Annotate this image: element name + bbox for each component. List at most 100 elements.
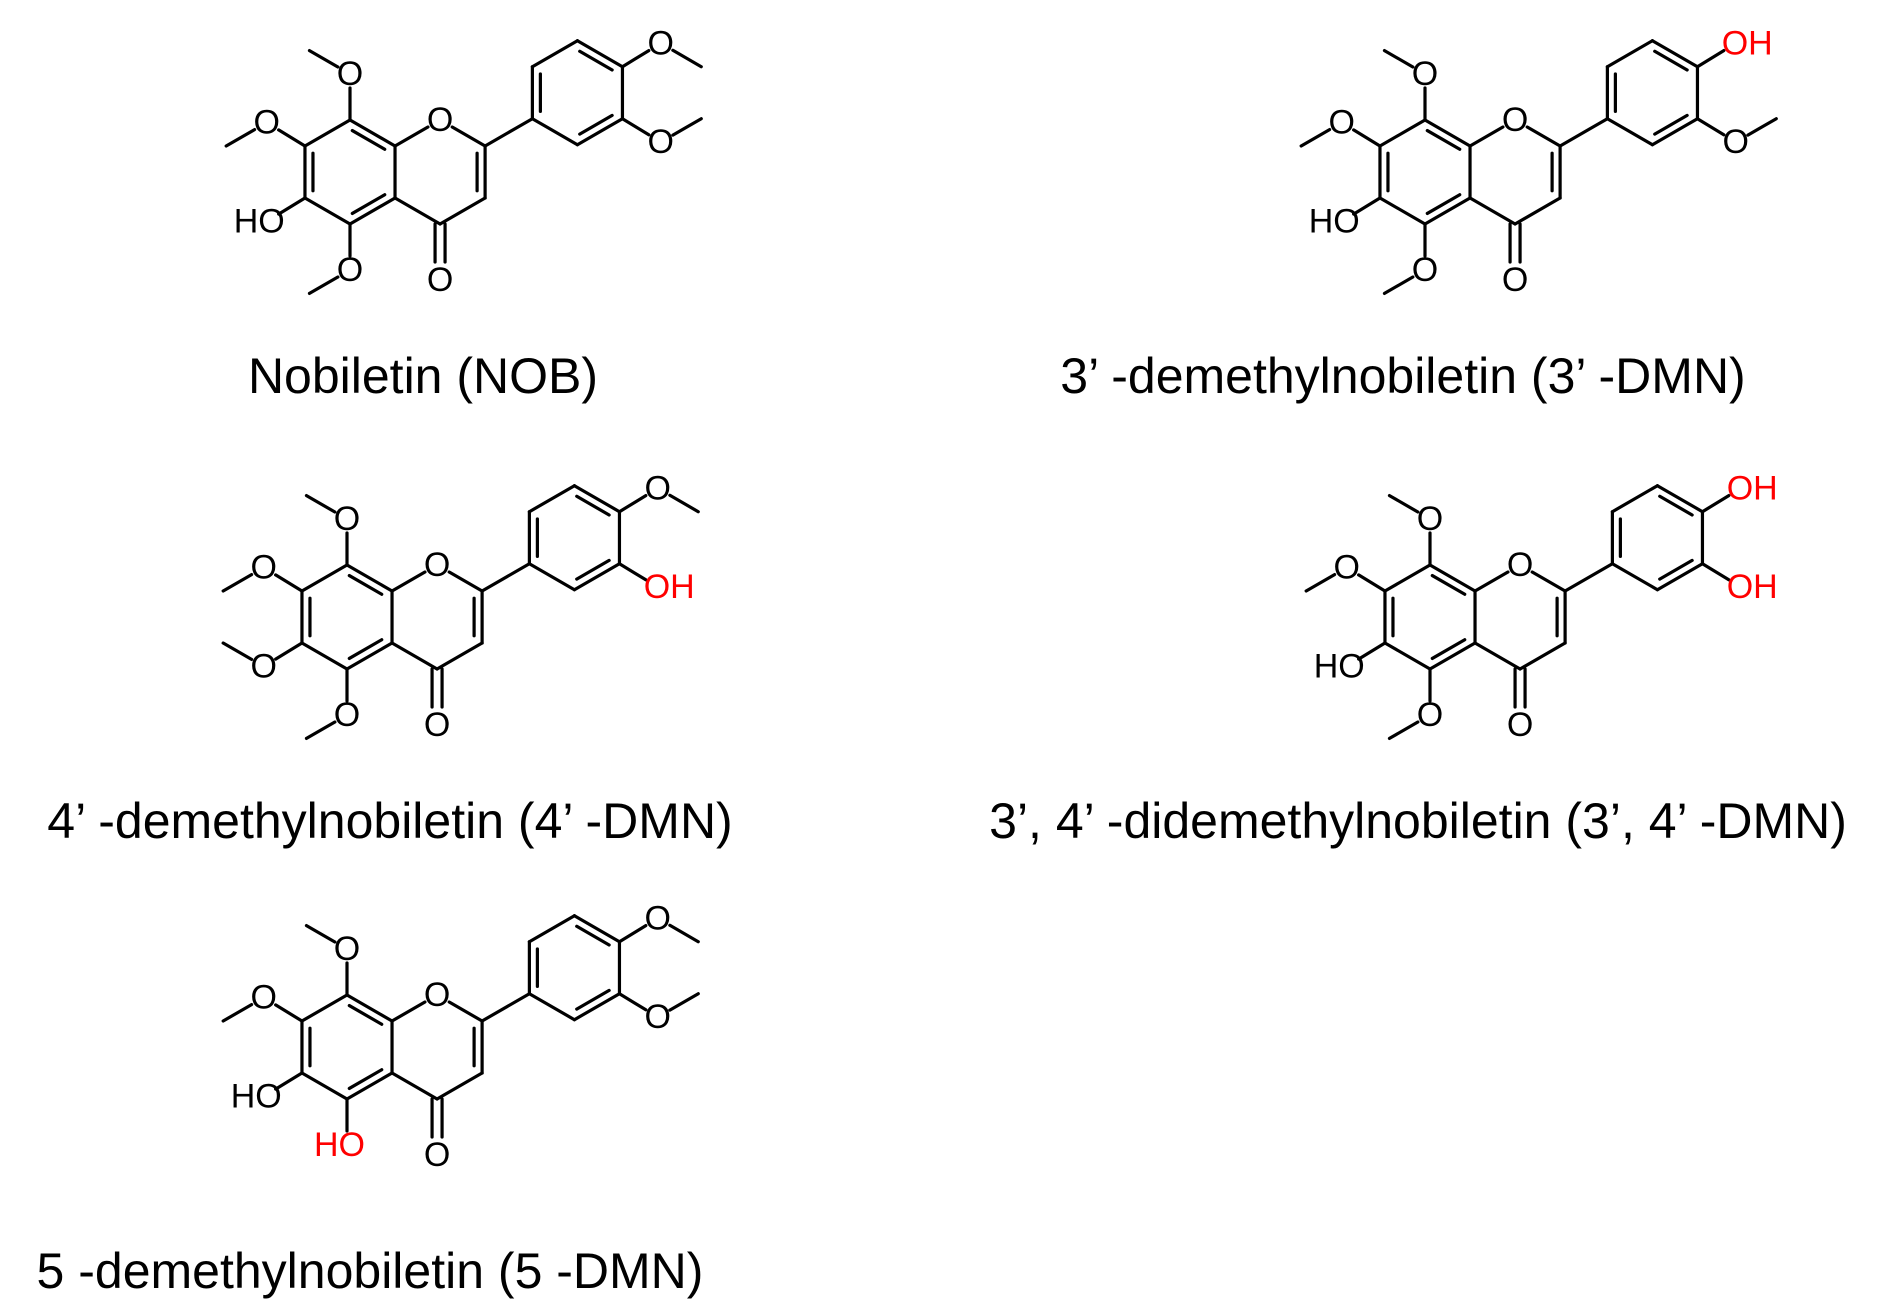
bond-c8-methyl — [304, 494, 337, 514]
bond-b-ring — [572, 914, 622, 944]
bond-c-ring — [393, 125, 430, 148]
bond-c4p-o — [617, 924, 648, 944]
bond-c5-methyl — [1387, 720, 1420, 741]
c6-hydroxyl-label: HO — [234, 202, 285, 240]
c3p-methoxy-oxygen-label: O — [645, 998, 671, 1036]
bond-c-ring — [1518, 641, 1567, 671]
bond-c-ring — [1530, 570, 1567, 593]
bond-a-ring-double — [350, 128, 387, 151]
bond-aryl-link — [480, 562, 531, 593]
bond-a-ring — [300, 641, 349, 671]
c6-hydroxyl-label: HO — [1309, 202, 1360, 240]
caption-4p-demethylnobiletin: 4’ -demethylnobiletin (4’ -DMN) — [47, 793, 732, 849]
bond-c6-o — [274, 641, 304, 661]
bond-b-ring-double — [1653, 113, 1689, 136]
bond-b-ring-double — [575, 494, 611, 517]
bond-c7-o — [274, 573, 304, 593]
bond-b-ring — [1650, 117, 1700, 147]
bond-a-ring — [348, 118, 397, 148]
bond-b-ring — [1655, 484, 1705, 514]
bond-c-ring — [438, 196, 487, 226]
bond-a-ring — [348, 196, 397, 226]
c7-methoxy-oxygen-label: O — [1328, 104, 1354, 142]
bond-c8-methyl — [307, 48, 340, 69]
bond-a-ring — [1383, 641, 1432, 671]
bond-a-ring — [300, 1071, 349, 1101]
c4p-hydroxyl-label: OH — [1722, 24, 1773, 62]
bond-a-ring-double — [1425, 128, 1462, 151]
ring-oxygen-label: O — [1507, 546, 1533, 584]
bond-b-ring — [1655, 562, 1705, 592]
bond-c4p-methyl — [671, 48, 703, 69]
bond-c-ring — [390, 1071, 439, 1101]
bond-c7-methyl — [1299, 128, 1332, 148]
bond-b-ring-double — [575, 558, 611, 581]
c5-methoxy-oxygen-label: O — [1412, 251, 1438, 289]
bond-a-ring — [1378, 118, 1427, 148]
bond-c7-o — [1357, 573, 1387, 593]
bond-b-ring — [575, 39, 625, 69]
bond-c7-methyl — [221, 1002, 254, 1023]
bond-c7-methyl — [224, 128, 257, 148]
c4p-hydroxyl-label: OH — [1727, 469, 1778, 507]
c7-methoxy-oxygen-label: O — [250, 549, 276, 587]
bond-c-ring — [390, 641, 439, 671]
c7-methoxy-oxygen-label: O — [250, 979, 276, 1017]
bond-a-ring — [345, 993, 394, 1023]
bond-b-ring — [527, 562, 577, 592]
bond-c4p-methyl — [668, 493, 700, 514]
c4p-methoxy-oxygen-label: O — [645, 899, 671, 937]
carbonyl-oxygen-label: O — [424, 1136, 450, 1174]
c5-hydroxyl-label: HO — [314, 1126, 365, 1164]
bond-c-ring — [1513, 196, 1562, 226]
bond-b-ring-double — [575, 924, 611, 947]
bond-c4p-methyl — [668, 923, 700, 944]
bond-a-ring — [300, 563, 349, 593]
bond-a-ring — [1423, 196, 1472, 226]
c3p-methoxy-oxygen-label: O — [1723, 123, 1749, 161]
bond-a-ring-double — [347, 1003, 384, 1026]
bond-b-ring-double — [1653, 49, 1689, 72]
carbonyl-oxygen-label: O — [1507, 706, 1533, 744]
bond-a-ring-double — [347, 638, 384, 661]
c6-hydroxyl-label: HO — [231, 1077, 282, 1115]
ring-oxygen-label: O — [1502, 101, 1528, 139]
bond-b-ring — [530, 117, 580, 147]
bond-aryl-link — [480, 992, 531, 1023]
bond-c-ring — [390, 1000, 427, 1023]
bond-a-ring — [1383, 563, 1432, 593]
bond-c6-o — [274, 1071, 304, 1091]
bond-b-ring — [527, 914, 577, 944]
bond-c8-methyl — [1387, 494, 1420, 514]
bond-c-ring — [1473, 570, 1510, 593]
c8-methoxy-oxygen-label: O — [1412, 55, 1438, 93]
bond-b-ring-double — [1658, 494, 1694, 517]
bond-a-ring — [1428, 641, 1477, 671]
bond-c3p-methyl — [668, 992, 700, 1012]
bond-a-ring — [1428, 563, 1477, 593]
bond-c-ring — [1468, 196, 1517, 226]
bond-aryl-link — [1558, 117, 1609, 148]
c5-methoxy-oxygen-label: O — [337, 251, 363, 289]
c8-methoxy-oxygen-label: O — [334, 500, 360, 538]
c3p-methoxy-oxygen-label: O — [648, 123, 674, 161]
caption-nobiletin: Nobiletin (NOB) — [248, 348, 598, 404]
bond-c6-o — [1352, 196, 1382, 216]
bond-b-ring — [527, 992, 577, 1022]
ring-oxygen-label: O — [424, 546, 450, 584]
bond-b-ring — [572, 992, 622, 1022]
bond-c4p-o — [1700, 494, 1731, 514]
carbonyl-oxygen-label: O — [1502, 261, 1528, 299]
bond-c3p-methyl — [1746, 117, 1778, 137]
bond-c-ring — [1525, 125, 1562, 148]
bond-c7-methyl — [221, 572, 254, 593]
bond-c5-methyl — [307, 275, 340, 295]
c5-methoxy-oxygen-label: O — [1417, 696, 1443, 734]
bond-a-ring — [1378, 196, 1427, 226]
bond-b-ring-double — [578, 113, 614, 136]
